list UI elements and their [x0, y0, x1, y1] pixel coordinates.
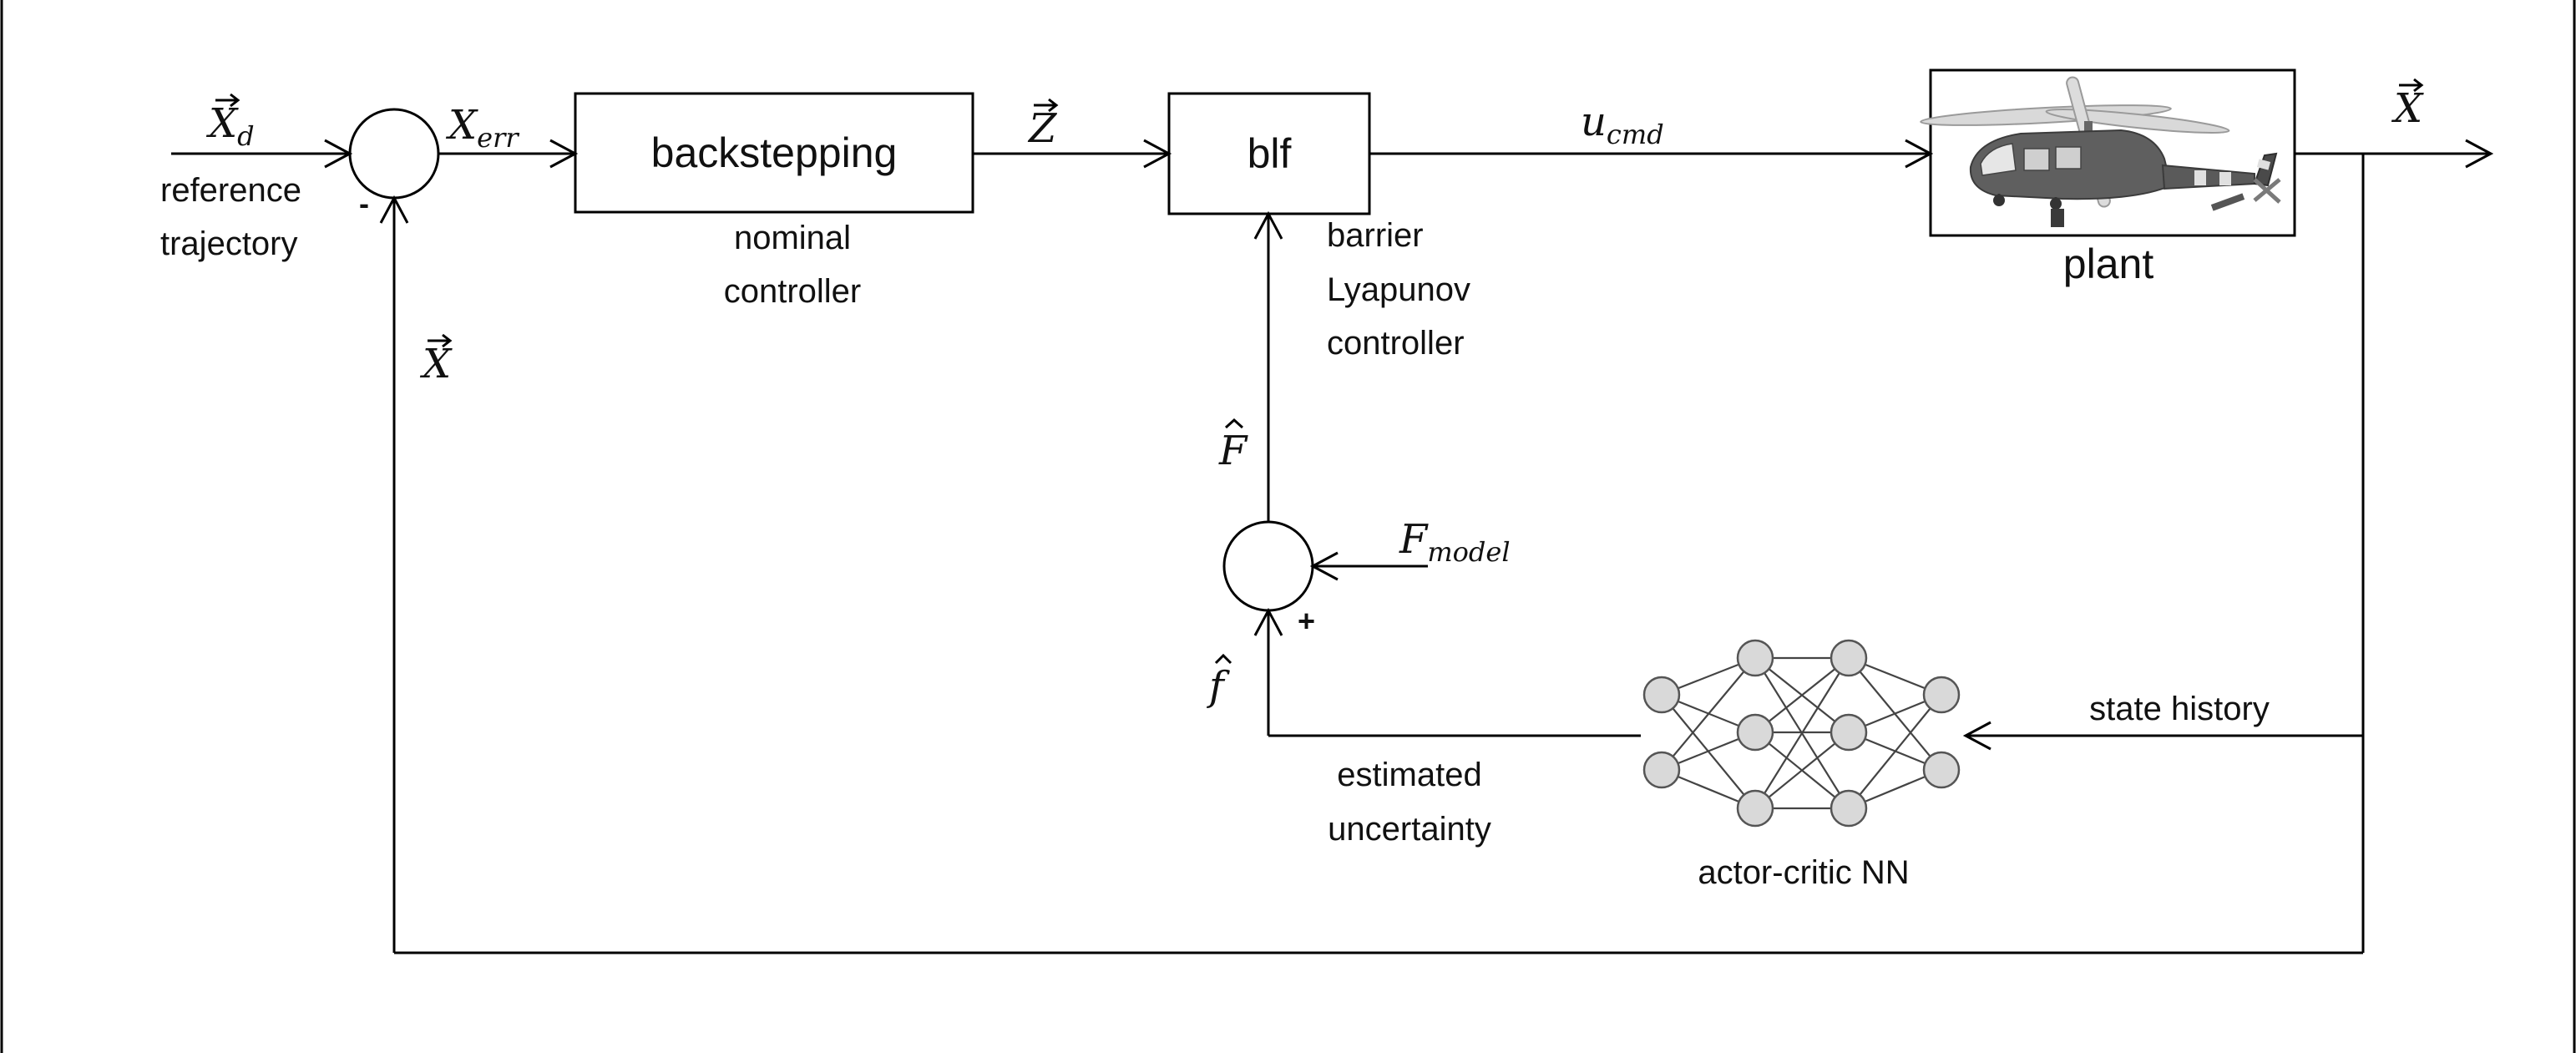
barrier-caption-line2: Lyapunov — [1327, 271, 1470, 308]
svg-text:X: X — [2391, 85, 2424, 132]
fmodel-signal-label: Fmodel — [1399, 516, 1511, 568]
xd-signal-label: Xd — [205, 93, 255, 152]
ucmd-signal-label: ucmd — [1581, 99, 1664, 150]
sum-plus-sign: + — [1298, 604, 1315, 638]
nn-neuron — [1642, 676, 1681, 714]
x-output-label: X — [2391, 78, 2424, 132]
nn-connection — [1848, 694, 1942, 809]
reference-caption-line2: trajectory — [160, 225, 298, 262]
nn-neuron — [1736, 789, 1774, 828]
output-signal-arrowhead — [2465, 139, 2494, 169]
reference-input-arrowhead — [324, 139, 353, 169]
fhat-signal-arrowhead — [1253, 210, 1283, 240]
f-hat-signal-label: f — [1207, 653, 1232, 710]
nn-connection — [1754, 732, 1850, 809]
nominal-caption-line2: controller — [724, 273, 862, 310]
blf-label: blf — [1248, 130, 1292, 177]
uncertainty-arrowhead — [1253, 607, 1283, 636]
sum-minus-sign: - — [359, 186, 369, 220]
state-history-arrowhead — [1962, 721, 1991, 751]
svg-text:Z: Z — [1027, 105, 1058, 152]
feedback-arrowhead — [379, 195, 409, 224]
barrier-caption-line3: controller — [1327, 325, 1465, 362]
nn-neuron — [1830, 713, 1868, 752]
svg-text:Xd: Xd — [205, 100, 255, 152]
nominal-caption-line1: nominal — [734, 220, 851, 256]
backstepping-block: backstepping — [574, 92, 974, 214]
xerr-signal-label: Xerr — [445, 102, 519, 154]
svg-text:f: f — [1207, 663, 1230, 710]
svg-text:X: X — [419, 341, 453, 387]
summing-junction-uncertainty — [1222, 520, 1314, 612]
nn-neuron — [1736, 639, 1774, 677]
nn-neuron — [1830, 639, 1868, 677]
plant-label: plant — [2063, 240, 2154, 287]
nn-caption: actor-critic NN — [1698, 854, 1909, 891]
neural-network-icon — [1642, 639, 1961, 828]
fhat-signal-label: F — [1218, 418, 1248, 474]
command-signal-arrowhead — [1905, 139, 1934, 169]
barrier-caption-line1: barrier — [1327, 217, 1424, 254]
nn-neuron — [1642, 751, 1681, 789]
reference-caption-line1: reference — [160, 172, 301, 209]
svg-text:F: F — [1218, 428, 1248, 474]
nn-connection — [1754, 657, 1850, 733]
state-history-caption: state history — [2089, 691, 2270, 727]
nn-connection — [1661, 657, 1756, 771]
x-feedback-label: X — [419, 333, 453, 387]
estimated-caption-line1: estimated — [1337, 757, 1481, 793]
blf-block: blf — [1167, 92, 1371, 215]
estimated-caption-line2: uncertainty — [1328, 811, 1491, 848]
backstepping-label: backstepping — [651, 129, 898, 176]
plant-block: plant — [1920, 68, 2296, 287]
nn-neuron — [1830, 789, 1868, 828]
nn-connection — [1754, 657, 1850, 809]
nn-neuron — [1736, 713, 1774, 752]
model-input-arrowhead — [1309, 551, 1339, 581]
helicopter-icon — [1920, 76, 2281, 227]
summing-junction-error — [348, 108, 440, 200]
error-signal-arrowhead — [549, 139, 579, 169]
nn-neuron — [1922, 751, 1961, 789]
z-signal-arrowhead — [1143, 139, 1172, 169]
nn-neuron — [1922, 676, 1961, 714]
z-signal-label: Z — [1027, 98, 1059, 152]
